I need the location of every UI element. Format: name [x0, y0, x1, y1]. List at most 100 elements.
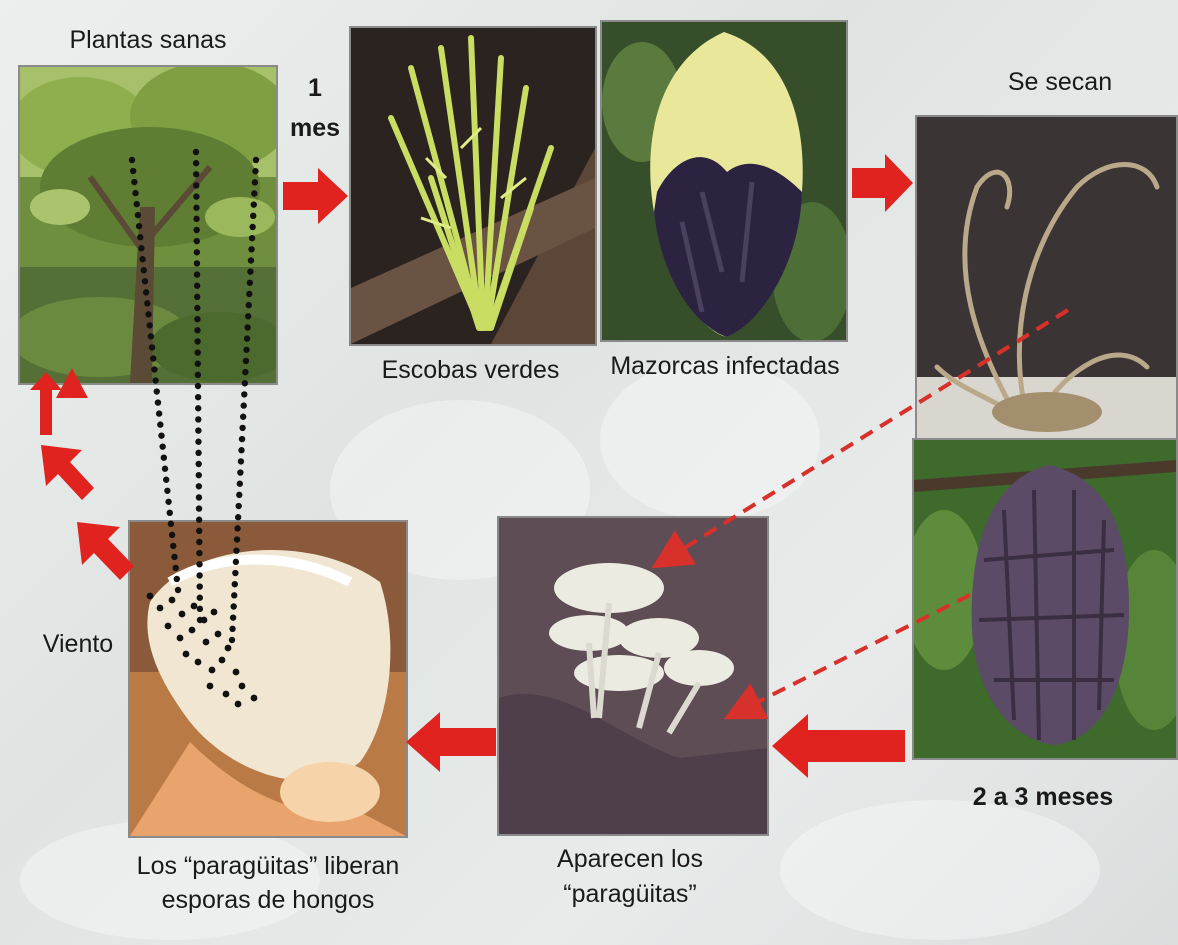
spore-dot: [237, 469, 243, 475]
spore-dot: [194, 327, 200, 333]
spore-dot: [195, 349, 201, 355]
spore-dot: [242, 380, 248, 386]
spore-dot: [195, 659, 202, 666]
dashed-line-1: [665, 310, 1068, 560]
spore-dot: [144, 300, 150, 306]
spore-dot: [193, 149, 199, 155]
spore-dot: [175, 587, 181, 593]
label-one-month-unit: mes: [283, 114, 347, 143]
spore-dot: [245, 313, 251, 319]
spore-dot: [131, 179, 137, 185]
spore-dot: [229, 637, 235, 643]
spore-dot: [197, 583, 203, 589]
spore-dot: [147, 593, 154, 600]
spore-dot: [201, 617, 208, 624]
spore-dot: [135, 212, 141, 218]
spore-dot: [251, 695, 258, 702]
spore-dot: [174, 576, 180, 582]
spore-dot: [223, 691, 230, 698]
spore-dot: [193, 205, 199, 211]
spore-dot: [215, 631, 222, 638]
spore-dot: [246, 291, 252, 297]
spore-dot: [251, 201, 257, 207]
spore-dot: [195, 372, 201, 378]
spore-dot: [251, 190, 257, 196]
spore-dot: [134, 201, 140, 207]
spore-dot: [195, 405, 201, 411]
label-umbrellas-appear-2: “paragüitas”: [540, 880, 720, 909]
spore-dot: [157, 421, 163, 427]
spore-dot: [169, 532, 175, 538]
spore-dot: [252, 168, 258, 174]
spore-dot: [145, 311, 151, 317]
label-one-month-number: 1: [290, 74, 340, 103]
spore-dot: [233, 669, 240, 676]
spore-dot: [141, 267, 147, 273]
spore-dot: [235, 701, 242, 708]
spore-dot: [193, 171, 199, 177]
spore-dot: [234, 536, 240, 542]
spore-dot: [167, 510, 173, 516]
spore-dot: [163, 477, 169, 483]
spore-dot: [253, 157, 259, 163]
arrow-right-1: [283, 168, 348, 224]
spore-dot: [242, 369, 248, 375]
spore-dot: [149, 344, 155, 350]
spore-dot: [194, 238, 200, 244]
spore-dot: [193, 160, 199, 166]
spore-dot: [211, 609, 218, 616]
spore-dot: [136, 223, 142, 229]
spore-dot: [195, 461, 201, 467]
spore-dot: [235, 503, 241, 509]
spore-dot: [219, 657, 226, 664]
label-healthy-plants: Plantas sanas: [48, 26, 248, 55]
label-infected-pods: Mazorcas infectadas: [600, 352, 850, 381]
spore-dot: [196, 528, 202, 534]
spore-dot: [239, 436, 245, 442]
spore-dot: [150, 355, 156, 361]
spore-dot: [248, 257, 254, 263]
spore-dot: [238, 458, 244, 464]
spore-dot: [171, 554, 177, 560]
spore-dot: [240, 414, 246, 420]
spore-dot: [194, 249, 200, 255]
spore-dot: [189, 627, 196, 634]
spore-dot: [244, 335, 250, 341]
spore-dot: [229, 626, 235, 632]
spore-dot: [194, 294, 200, 300]
spore-dot: [249, 224, 255, 230]
spore-dot: [169, 597, 176, 604]
spore-dot: [148, 333, 154, 339]
spore-dot: [244, 324, 250, 330]
spore-dot: [137, 234, 143, 240]
spore-dot: [250, 213, 256, 219]
spore-dot: [157, 605, 164, 612]
spore-dot: [232, 581, 238, 587]
spore-dot: [155, 399, 161, 405]
spore-dot: [193, 216, 199, 222]
spore-dot: [230, 603, 236, 609]
spore-dot: [154, 388, 160, 394]
spore-dot: [194, 305, 200, 311]
spore-dot: [196, 561, 202, 567]
spore-dot: [197, 606, 203, 612]
spore-dot: [195, 427, 201, 433]
spore-dot: [179, 611, 186, 618]
label-green-brooms: Escobas verdes: [368, 356, 573, 385]
spore-dot: [129, 157, 135, 163]
spore-dot: [196, 517, 202, 523]
spore-dot: [246, 302, 252, 308]
spore-dot: [235, 514, 241, 520]
spore-dot: [168, 521, 174, 527]
spore-dot: [232, 570, 238, 576]
spore-dot: [194, 283, 200, 289]
spore-dot: [249, 235, 255, 241]
spore-dot: [230, 614, 236, 620]
spore-dot: [241, 402, 247, 408]
spore-dot: [196, 505, 202, 511]
spore-dot: [143, 289, 149, 295]
spore-dot: [194, 316, 200, 322]
spore-dot: [237, 481, 243, 487]
spore-dot: [234, 525, 240, 531]
spore-dot: [233, 559, 239, 565]
